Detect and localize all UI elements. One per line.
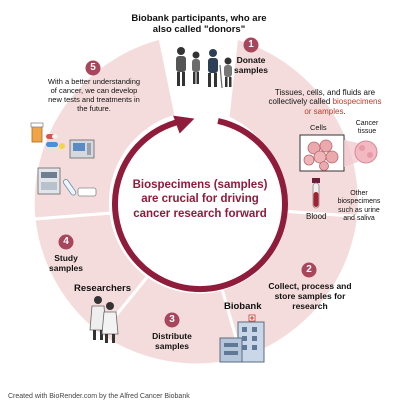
cancer-tissue-icon (354, 140, 378, 164)
researchers-label: Researchers (74, 283, 132, 294)
cancer-tissue-label: Cancer tissue (355, 120, 379, 136)
step-circle-4 (58, 234, 74, 250)
specimens-intro-highlight: biospecimens or samples (304, 97, 382, 116)
step-number-5: 5 (90, 62, 96, 73)
step-label-2: Collect, process and store samples for r… (268, 281, 352, 312)
cycle-arrow-icon (112, 115, 288, 292)
center-text: Biospecimens (samples) are crucial for d… (132, 179, 268, 220)
step-number-2: 2 (306, 264, 312, 275)
donors-label: Biobank participants, who are also calle… (131, 13, 267, 36)
step-number-4: 4 (63, 236, 69, 247)
step-circle-2 (301, 262, 317, 278)
researchers-icon (89, 296, 119, 343)
specimens-intro: Tissues, cells, and fluids are collectiv… (264, 88, 386, 116)
step-circle-5 (85, 60, 101, 76)
step-label-1: Donate samples (233, 55, 269, 76)
blood-tube-icon (312, 178, 320, 209)
test-tube-icon (62, 179, 97, 197)
step-circles (58, 37, 317, 328)
pills-icon (30, 122, 65, 149)
biobank-building-icon (219, 314, 265, 363)
blood-label: Blood (306, 212, 327, 221)
step-number-1: 1 (248, 39, 254, 50)
step-circle-1 (243, 37, 259, 53)
cells-icon (299, 134, 358, 172)
step-label-4: Study samples (48, 253, 84, 274)
lab-machine-icon (69, 139, 95, 159)
step-number-3: 3 (169, 314, 175, 325)
cells-label: Cells (310, 123, 327, 132)
footer-credit: Created with BioRender.com by the Alfred… (8, 393, 190, 400)
step-label-3: Distribute samples (152, 331, 192, 352)
biobank-label: Biobank (224, 301, 262, 312)
other-biospecimens-label: Other biospecimens such as urine and sal… (337, 190, 381, 222)
ring-segment-5 (31, 36, 178, 221)
specimens-intro-suffix: . (343, 106, 346, 116)
step-label-5: With a better understanding of cancer, w… (47, 77, 141, 113)
analyzer-icon (37, 167, 61, 195)
donors-icon (176, 47, 232, 89)
specimens-intro-prefix: Tissues, cells, and fluids are collectiv… (268, 88, 376, 107)
inner-disk (112, 117, 288, 293)
step-circle-3 (164, 312, 180, 328)
